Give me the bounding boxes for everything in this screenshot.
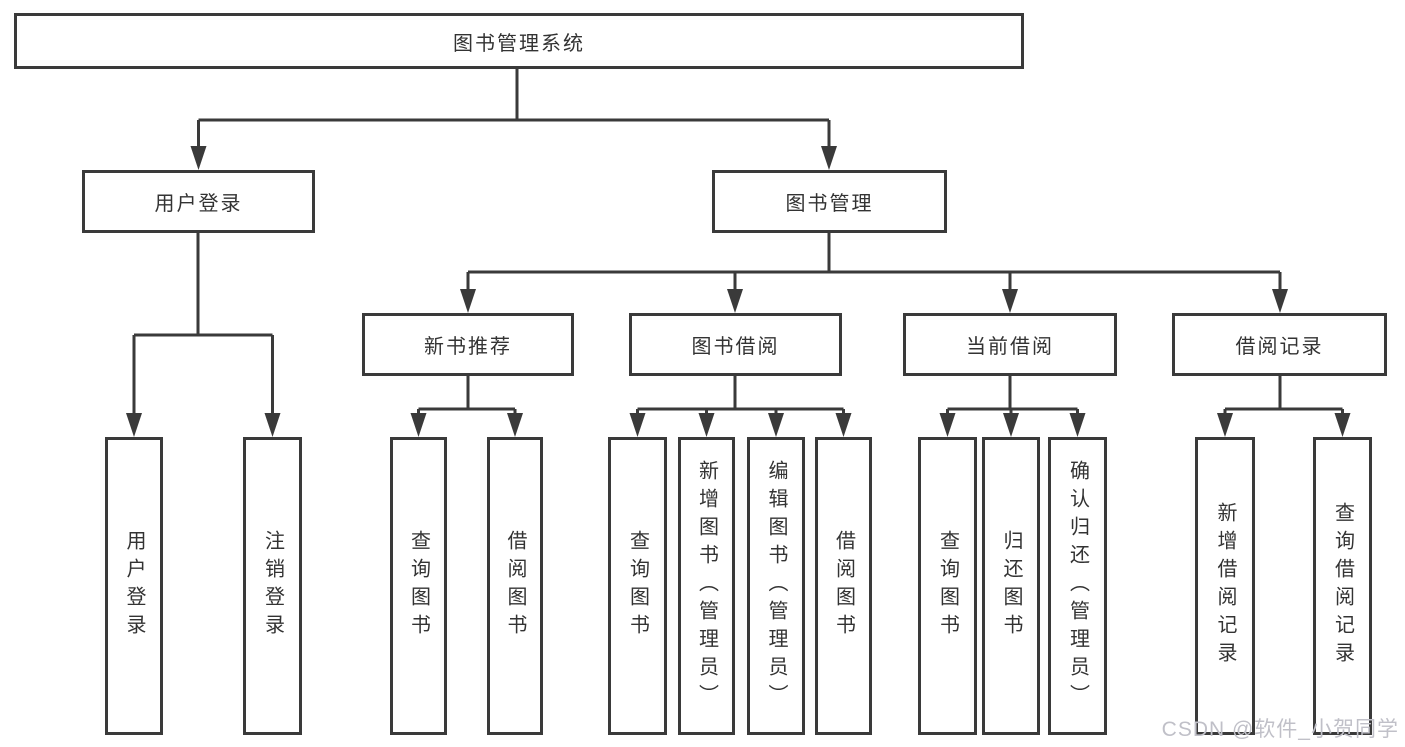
node-book-management-label: 图书管理 (785, 193, 874, 215)
leaf-query-books-recommend: 查询图书 (390, 437, 447, 735)
leaf-query-books-borrow: 查询图书 (608, 437, 667, 735)
leaf-confirm-return-admin: 确认归还（管理员） (1048, 437, 1107, 735)
connector-new-book (417, 376, 517, 420)
leaf-logout-label: 注销登录 (261, 530, 284, 642)
node-borrow-records-label: 借阅记录 (1235, 336, 1324, 358)
leaf-confirm-return-admin-label: 确认归还（管理员） (1066, 460, 1089, 712)
leaf-query-borrow-record: 查询借阅记录 (1313, 437, 1372, 735)
connector-book-borrow (636, 376, 845, 420)
leaf-return-books: 归还图书 (982, 437, 1040, 735)
leaf-add-borrow-record: 新增借阅记录 (1195, 437, 1255, 735)
leaf-borrow-books-label: 借阅图书 (832, 530, 855, 642)
leaf-add-borrow-record-label: 新增借阅记录 (1214, 502, 1236, 670)
connector-book-management (466, 233, 1282, 295)
node-user-login: 用户登录 (82, 170, 315, 233)
node-library-system-label: 图书管理系统 (453, 32, 585, 55)
leaf-user-login-label: 用户登录 (123, 530, 145, 642)
connector-root (197, 69, 831, 150)
leaf-add-books-admin: 新增图书（管理员） (678, 437, 735, 735)
leaf-borrow-books-recommend: 借阅图书 (487, 437, 543, 735)
node-current-borrow: 当前借阅 (903, 313, 1117, 376)
leaf-return-books-label: 归还图书 (1000, 530, 1022, 642)
connector-borrow-records (1223, 376, 1344, 420)
node-book-borrow: 图书借阅 (629, 313, 842, 376)
csdn-watermark: CSDN @软件_小贺同学 (1161, 718, 1399, 741)
leaf-query-books-current: 查询图书 (918, 437, 977, 735)
leaf-add-books-admin-label: 新增图书（管理员） (695, 460, 718, 712)
node-library-system: 图书管理系统 (14, 13, 1024, 69)
arrowheads (126, 146, 1351, 437)
connector-user-login (132, 233, 274, 419)
leaf-query-books-current-label: 查询图书 (936, 530, 959, 642)
leaf-query-borrow-record-label: 查询借阅记录 (1331, 502, 1354, 670)
node-borrow-records: 借阅记录 (1172, 313, 1387, 376)
node-book-management: 图书管理 (712, 170, 947, 233)
leaf-user-login: 用户登录 (105, 437, 163, 735)
leaf-borrow-books: 借阅图书 (815, 437, 872, 735)
node-book-borrow-label: 图书借阅 (691, 336, 780, 358)
leaf-query-books-recommend-label: 查询图书 (407, 530, 430, 642)
node-user-login-label: 用户登录 (154, 193, 243, 215)
node-new-book-recommend-label: 新书推荐 (424, 336, 512, 358)
leaf-logout: 注销登录 (243, 437, 302, 735)
node-current-borrow-label: 当前借阅 (966, 336, 1054, 358)
leaf-query-books-borrow-label: 查询图书 (626, 530, 649, 642)
leaf-edit-books-admin: 编辑图书（管理员） (747, 437, 805, 735)
node-new-book-recommend: 新书推荐 (362, 313, 574, 376)
leaf-borrow-books-recommend-label: 借阅图书 (504, 530, 526, 642)
leaf-edit-books-admin-label: 编辑图书（管理员） (765, 460, 787, 712)
